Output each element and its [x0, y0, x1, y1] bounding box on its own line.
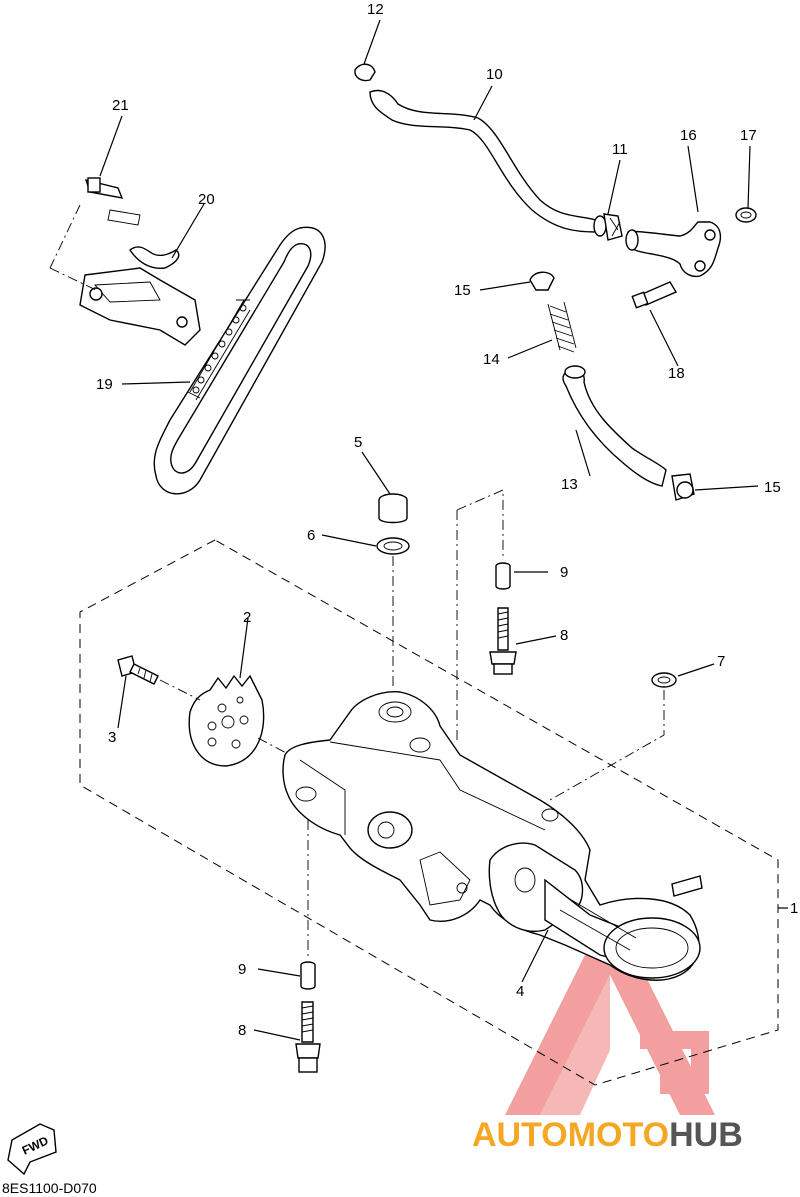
callout-14: 14 — [483, 351, 500, 368]
dowel-pin-9-lower — [300, 961, 316, 990]
oil-pipe-16 — [625, 207, 757, 309]
oil-hose-10 — [354, 63, 623, 241]
bolt-8-lower — [295, 1001, 321, 1073]
bolt-4-strainer — [671, 875, 703, 897]
callout-8-lower: 8 — [238, 1022, 246, 1039]
callout-13: 13 — [561, 476, 578, 493]
oil-pump-assembly — [282, 691, 701, 981]
leader-lines — [99, 19, 788, 1041]
callout-5: 5 — [354, 434, 362, 451]
collar-5 — [378, 493, 408, 524]
callout-11: 11 — [612, 141, 628, 158]
svg-text:AUTOMOTOHUB: AUTOMOTOHUB — [472, 1116, 743, 1154]
o-ring-7 — [651, 672, 677, 688]
assembly-boundary — [79, 539, 779, 1086]
callout-21: 21 — [112, 97, 129, 114]
callout-1: 1 — [790, 900, 798, 917]
callout-16: 16 — [680, 127, 697, 144]
fwd-arrow-icon: FWD — [7, 1123, 57, 1176]
callout-8-upper: 8 — [560, 627, 568, 644]
callout-15-lower: 15 — [764, 479, 781, 496]
oil-pump-chain — [153, 226, 326, 495]
callout-19: 19 — [96, 376, 113, 393]
diagram-code: 8ES1100-D070 — [2, 1180, 97, 1196]
callout-12: 12 — [367, 1, 384, 18]
bolt-8-upper — [489, 607, 517, 675]
callout-15-upper: 15 — [454, 282, 471, 299]
callout-17: 17 — [740, 127, 757, 144]
watermark-auto: AUTO — [472, 1116, 568, 1154]
callouts: 12 10 11 16 17 15 14 18 13 15 21 20 19 5… — [96, 1, 798, 1039]
callout-9-upper: 9 — [560, 564, 568, 581]
callout-2: 2 — [243, 609, 251, 626]
watermark-hub: HUB — [669, 1116, 743, 1154]
watermark-moto: MOTO — [568, 1116, 669, 1154]
oil-pump-driven-gear — [188, 674, 265, 767]
callout-9-lower: 9 — [238, 961, 246, 978]
callout-6: 6 — [307, 527, 315, 544]
callout-18: 18 — [668, 365, 685, 382]
bolt-3 — [117, 655, 159, 685]
watermark-logo — [505, 905, 715, 1115]
dowel-pin-9-upper — [495, 562, 511, 590]
callout-10: 10 — [486, 66, 503, 83]
chain-guide — [49, 177, 201, 346]
o-ring-6 — [376, 537, 410, 555]
callout-20: 20 — [198, 191, 215, 208]
callout-7: 7 — [717, 653, 725, 670]
callout-3: 3 — [108, 729, 116, 746]
callout-4: 4 — [516, 983, 524, 1000]
watermark-text: AUTOMOTOHUB — [472, 1116, 743, 1154]
oil-hose-13 — [529, 271, 695, 501]
